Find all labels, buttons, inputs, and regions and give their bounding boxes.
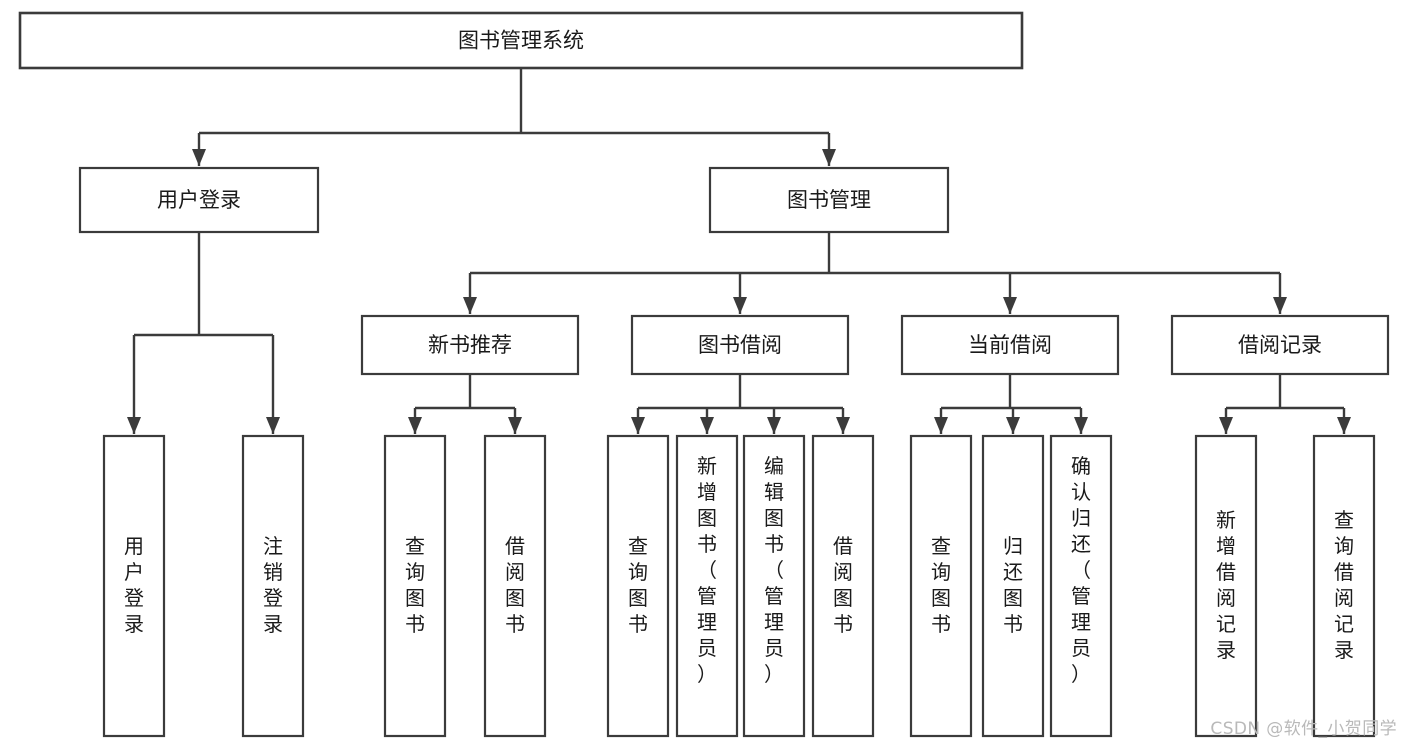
node-leaf-borrow-book-2-rect[interactable] — [811, 434, 875, 738]
arrow-head-icon — [1006, 417, 1020, 434]
node-leaf-add-book-label: 新增图书（管理员） — [697, 454, 717, 686]
node-current-borrow-label: 当前借阅 — [968, 333, 1052, 357]
node-current-borrow[interactable]: 当前借阅 — [900, 314, 1120, 376]
node-leaf-query-book-2-rect[interactable] — [606, 434, 670, 738]
node-leaf-confirm-return-label: 确认归还（管理员） — [1071, 454, 1091, 686]
arrow-head-icon — [192, 149, 206, 166]
arrow-head-icon — [408, 417, 422, 434]
node-leaf-borrow-book-1-label: 借阅图书 — [505, 534, 525, 636]
arrow-head-icon — [836, 417, 850, 434]
node-new-book-rec-rect[interactable] — [360, 314, 580, 376]
node-leaf-edit-book-label: 编辑图书（管理员） — [764, 454, 784, 686]
node-user-login[interactable]: 用户登录 — [78, 166, 320, 234]
node-leaf-user-login-label: 用户登录 — [124, 534, 144, 636]
node-leaf-edit-book-rect[interactable] — [742, 434, 806, 738]
node-leaf-query-record-label: 查询借阅记录 — [1334, 508, 1354, 662]
arrow-head-icon — [733, 297, 747, 314]
node-leaf-edit-book[interactable]: 编辑图书（管理员） — [742, 434, 806, 738]
node-book-manage-label: 图书管理 — [787, 188, 871, 212]
node-leaf-query-record-rect[interactable] — [1312, 434, 1376, 738]
arrow-head-icon — [934, 417, 948, 434]
node-leaf-return-book[interactable]: 归还图书 — [981, 434, 1045, 738]
node-leaf-borrow-book-2-label: 借阅图书 — [833, 534, 853, 636]
node-leaf-user-login[interactable]: 用户登录 — [102, 434, 166, 738]
node-leaf-add-record-rect[interactable] — [1194, 434, 1258, 738]
node-borrow-record-label: 借阅记录 — [1238, 333, 1322, 357]
node-book-manage[interactable]: 图书管理 — [708, 166, 950, 234]
arrow-head-icon — [1273, 297, 1287, 314]
node-leaf-user-logout-label: 注销登录 — [263, 534, 283, 636]
arrow-head-icon — [631, 417, 645, 434]
arrow-head-icon — [266, 417, 280, 434]
node-layer: 图书管理系统用户登录图书管理新书推荐图书借阅当前借阅借阅记录用户登录注销登录查询… — [18, 11, 1390, 738]
node-leaf-add-record-label: 新增借阅记录 — [1216, 508, 1236, 662]
node-leaf-return-book-label: 归还图书 — [1003, 534, 1023, 636]
node-book-manage-rect[interactable] — [708, 166, 950, 234]
node-leaf-user-logout-rect[interactable] — [241, 434, 305, 738]
node-root-图书管理系统[interactable]: 图书管理系统 — [18, 11, 1024, 70]
node-leaf-query-book-3-rect[interactable] — [909, 434, 973, 738]
arrow-head-icon — [767, 417, 781, 434]
node-leaf-add-book[interactable]: 新增图书（管理员） — [675, 434, 739, 738]
node-leaf-query-book-1-label: 查询图书 — [405, 534, 425, 636]
node-user-login-rect[interactable] — [78, 166, 320, 234]
arrow-head-icon — [463, 297, 477, 314]
node-leaf-user-login-rect[interactable] — [102, 434, 166, 738]
node-root-图书管理系统-rect[interactable] — [18, 11, 1024, 70]
node-borrow-record[interactable]: 借阅记录 — [1170, 314, 1390, 376]
node-borrow-record-rect[interactable] — [1170, 314, 1390, 376]
arrow-head-icon — [508, 417, 522, 434]
node-new-book-rec-label: 新书推荐 — [428, 333, 512, 357]
node-leaf-query-book-1-rect[interactable] — [383, 434, 447, 738]
arrow-head-icon — [127, 417, 141, 434]
node-leaf-user-logout[interactable]: 注销登录 — [241, 434, 305, 738]
arrow-head-icon — [822, 149, 836, 166]
node-leaf-borrow-book-1-rect[interactable] — [483, 434, 547, 738]
node-leaf-query-record[interactable]: 查询借阅记录 — [1312, 434, 1376, 738]
node-leaf-confirm-return[interactable]: 确认归还（管理员） — [1049, 434, 1113, 738]
connector-layer — [127, 68, 1351, 434]
node-current-borrow-rect[interactable] — [900, 314, 1120, 376]
node-book-borrow[interactable]: 图书借阅 — [630, 314, 850, 376]
node-leaf-query-book-1[interactable]: 查询图书 — [383, 434, 447, 738]
node-user-login-label: 用户登录 — [157, 188, 241, 212]
node-book-borrow-label: 图书借阅 — [698, 333, 782, 357]
arrow-head-icon — [1074, 417, 1088, 434]
node-root-图书管理系统-label: 图书管理系统 — [458, 29, 584, 53]
node-leaf-borrow-book-2[interactable]: 借阅图书 — [811, 434, 875, 738]
arrow-head-icon — [1219, 417, 1233, 434]
node-leaf-add-book-rect[interactable] — [675, 434, 739, 738]
arrow-head-icon — [1003, 297, 1017, 314]
node-leaf-add-record[interactable]: 新增借阅记录 — [1194, 434, 1258, 738]
node-leaf-query-book-3-label: 查询图书 — [931, 534, 951, 636]
node-leaf-confirm-return-rect[interactable] — [1049, 434, 1113, 738]
node-leaf-query-book-2[interactable]: 查询图书 — [606, 434, 670, 738]
node-new-book-rec[interactable]: 新书推荐 — [360, 314, 580, 376]
arrow-head-icon — [1337, 417, 1351, 434]
arrow-head-icon — [700, 417, 714, 434]
node-leaf-query-book-2-label: 查询图书 — [628, 534, 648, 636]
node-leaf-return-book-rect[interactable] — [981, 434, 1045, 738]
node-leaf-borrow-book-1[interactable]: 借阅图书 — [483, 434, 547, 738]
node-leaf-query-book-3[interactable]: 查询图书 — [909, 434, 973, 738]
node-book-borrow-rect[interactable] — [630, 314, 850, 376]
